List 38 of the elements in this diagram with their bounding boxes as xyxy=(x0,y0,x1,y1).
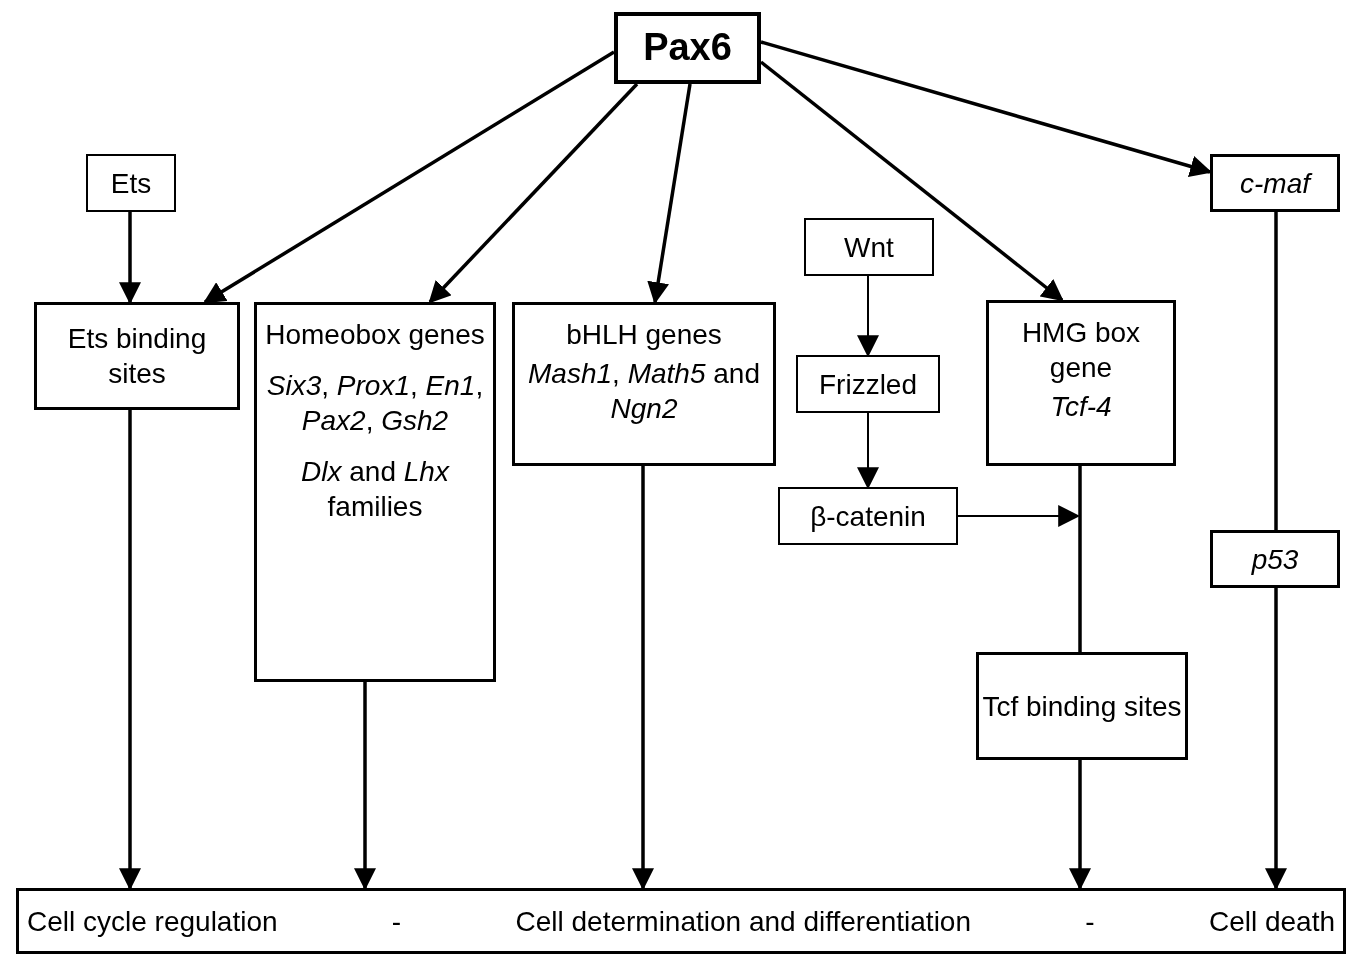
node-text: Cell cycle regulation xyxy=(27,904,278,939)
node-text: Tcf-4 xyxy=(1050,390,1112,424)
gene-box xyxy=(804,218,934,276)
arrow xyxy=(203,50,615,304)
node-text: Frizzled xyxy=(819,367,917,402)
node-text: Homeobox genes xyxy=(265,318,485,352)
node-text: p53 xyxy=(1251,542,1299,577)
node-text: β-catenin xyxy=(810,499,926,534)
arrow xyxy=(857,412,879,490)
node-text: HMG box gene xyxy=(1020,316,1142,385)
node-text: Ets xyxy=(110,166,152,201)
arrow xyxy=(857,275,879,358)
node-text: Mash1, Math5 and Ngn2 xyxy=(527,357,761,426)
node-text: Dlx and Lhx families xyxy=(300,455,451,524)
gene-box xyxy=(796,355,940,413)
node-text: Tcf binding sites xyxy=(982,689,1182,724)
gene-box xyxy=(976,652,1188,760)
node-text: - xyxy=(391,904,402,939)
gene-box xyxy=(1210,154,1340,212)
gene-group-box xyxy=(512,302,776,466)
node-text: - xyxy=(1085,904,1095,939)
gene-box xyxy=(778,487,958,545)
outcome-bar xyxy=(16,888,1346,954)
arrow xyxy=(428,82,639,304)
gene-box xyxy=(614,12,761,84)
node-text: Wnt xyxy=(844,230,894,265)
node-text: Pax6 xyxy=(643,25,732,71)
node-text: Cell death xyxy=(1208,904,1335,939)
gene-group-box xyxy=(986,300,1176,466)
gene-group-box xyxy=(254,302,496,682)
node-text: Cell determination and differentiation xyxy=(515,904,971,939)
node-text: Six3, Prox1, En1, Pax2, Gsh2 xyxy=(265,369,485,438)
gene-box xyxy=(34,302,240,410)
node-text: bHLH genes xyxy=(566,318,722,352)
gene-box xyxy=(1210,530,1340,588)
gene-box xyxy=(86,154,176,212)
arrow xyxy=(957,505,1081,527)
node-text: Ets binding sites xyxy=(66,322,208,391)
